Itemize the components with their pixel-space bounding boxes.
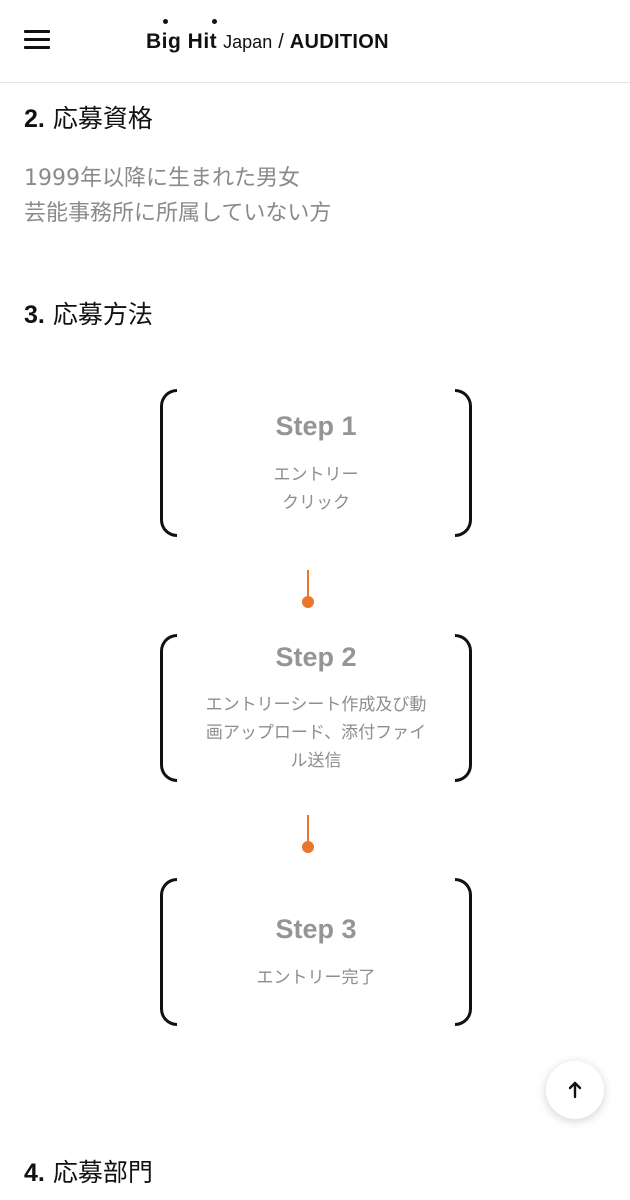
connector-dot bbox=[302, 596, 314, 608]
logo-japan: Japan bbox=[223, 32, 273, 52]
section-title-text: 応募資格 bbox=[52, 104, 153, 133]
step-title: Step 3 bbox=[275, 914, 357, 944]
step-desc-line: クリック bbox=[282, 493, 350, 513]
connector-dot bbox=[302, 841, 314, 853]
step-title: Step 2 bbox=[275, 642, 357, 672]
step-desc-line: エントリー完了 bbox=[256, 968, 376, 988]
site-logo[interactable]: Big Hit Japan / AUDITION bbox=[146, 19, 389, 60]
section-number: 4. bbox=[24, 1159, 45, 1187]
site-header: Big Hit Japan / AUDITION bbox=[0, 0, 630, 83]
section-title-text: 応募部門 bbox=[52, 1158, 153, 1187]
section-title-text: 応募方法 bbox=[52, 300, 153, 329]
connector-line bbox=[307, 815, 309, 843]
step-title: Step 1 bbox=[275, 411, 357, 441]
step-card-1: Step 1 エントリー クリック bbox=[160, 389, 472, 537]
section-number: 3. bbox=[24, 301, 45, 329]
section-title-method: 3.応募方法 bbox=[24, 300, 153, 330]
arrow-up-icon bbox=[568, 1081, 582, 1099]
connector-line bbox=[307, 570, 309, 598]
bracket-right bbox=[455, 878, 472, 1026]
step-desc-line: ル送信 bbox=[290, 751, 342, 771]
step-description: エントリーシート作成及び動 画アップロード、添付ファイ ル送信 bbox=[188, 691, 444, 775]
step-desc-line: 画アップロード、添付ファイ bbox=[205, 723, 427, 743]
qualification-line: 1999年以降に生まれた男女 bbox=[24, 166, 300, 191]
section-number: 2. bbox=[24, 105, 45, 133]
scroll-to-top-button[interactable] bbox=[546, 1061, 604, 1119]
qualification-line: 芸能事務所に所属していない方 bbox=[24, 201, 332, 226]
step-desc-line: エントリーシート作成及び動 bbox=[205, 695, 427, 715]
step-card-3: Step 3 エントリー完了 bbox=[160, 878, 472, 1026]
step-connector bbox=[301, 815, 315, 855]
bracket-left bbox=[160, 878, 177, 1026]
step-card-2: Step 2 エントリーシート作成及び動 画アップロード、添付ファイ ル送信 bbox=[160, 634, 472, 782]
step-description: エントリー完了 bbox=[188, 964, 444, 992]
logo-dot bbox=[212, 19, 217, 24]
logo-bighit: Big Hit bbox=[146, 30, 218, 53]
step-desc-line: エントリー bbox=[273, 465, 359, 485]
logo-slash: / bbox=[278, 31, 284, 53]
section-title-qualification: 2.応募資格 bbox=[24, 104, 153, 134]
hamburger-menu-icon[interactable] bbox=[24, 30, 52, 52]
logo-dot bbox=[163, 19, 168, 24]
step-connector bbox=[301, 570, 315, 610]
step-description: エントリー クリック bbox=[188, 461, 444, 517]
section-title-departments: 4.応募部門 bbox=[24, 1158, 153, 1188]
logo-audition: AUDITION bbox=[289, 31, 389, 53]
